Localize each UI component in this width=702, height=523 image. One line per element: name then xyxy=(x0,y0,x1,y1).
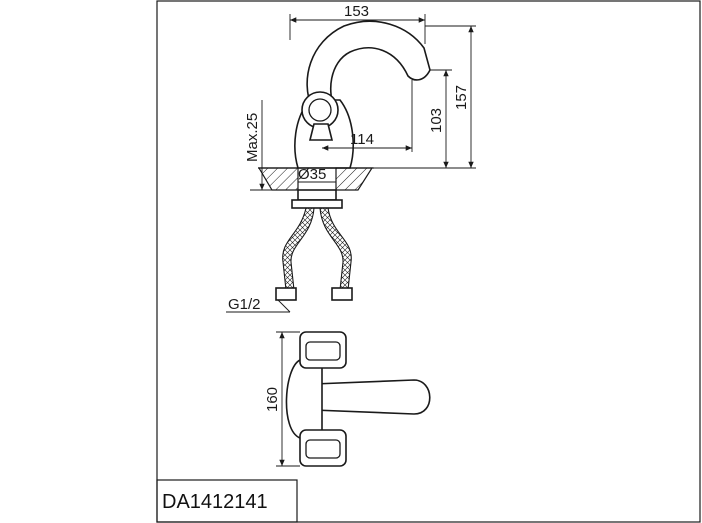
faucet-top-view xyxy=(285,331,431,467)
lever-handle xyxy=(313,379,431,415)
sheet-border xyxy=(156,0,701,523)
mounting-nut xyxy=(291,199,343,209)
dim-outlet-height: 103 xyxy=(428,108,445,133)
cartridge-top xyxy=(299,331,347,369)
handle-knob-inner xyxy=(308,98,332,122)
product-code: DA1412141 xyxy=(162,491,268,513)
mounting-shank xyxy=(297,189,337,201)
dim-spout-reach-total: 153 xyxy=(344,3,369,20)
dim-handle-length: 160 xyxy=(264,387,281,412)
dim-total-height: 157 xyxy=(453,85,470,110)
hose-fitting-left xyxy=(275,287,297,301)
cartridge-bottom-inner xyxy=(305,439,341,459)
deck-section-right xyxy=(335,167,374,191)
dim-hole-diameter: Ø35 xyxy=(298,166,326,183)
hose-right xyxy=(319,207,352,291)
spout xyxy=(306,20,431,114)
handle-knob xyxy=(301,91,339,129)
cartridge-bottom xyxy=(299,429,347,467)
dim-max-deck-thickness: Max.25 xyxy=(244,113,261,162)
handle-bridge xyxy=(285,359,323,439)
dim-spout-reach: 114 xyxy=(350,131,374,148)
deck-section xyxy=(257,167,299,191)
handle-lever xyxy=(308,123,334,141)
hose-fitting-right xyxy=(331,287,353,301)
faucet-side-view xyxy=(257,20,431,301)
title-block xyxy=(156,479,298,523)
cartridge-top-inner xyxy=(305,341,341,361)
hose-left xyxy=(282,207,315,291)
dim-hose-thread: G1/2 xyxy=(228,296,261,313)
